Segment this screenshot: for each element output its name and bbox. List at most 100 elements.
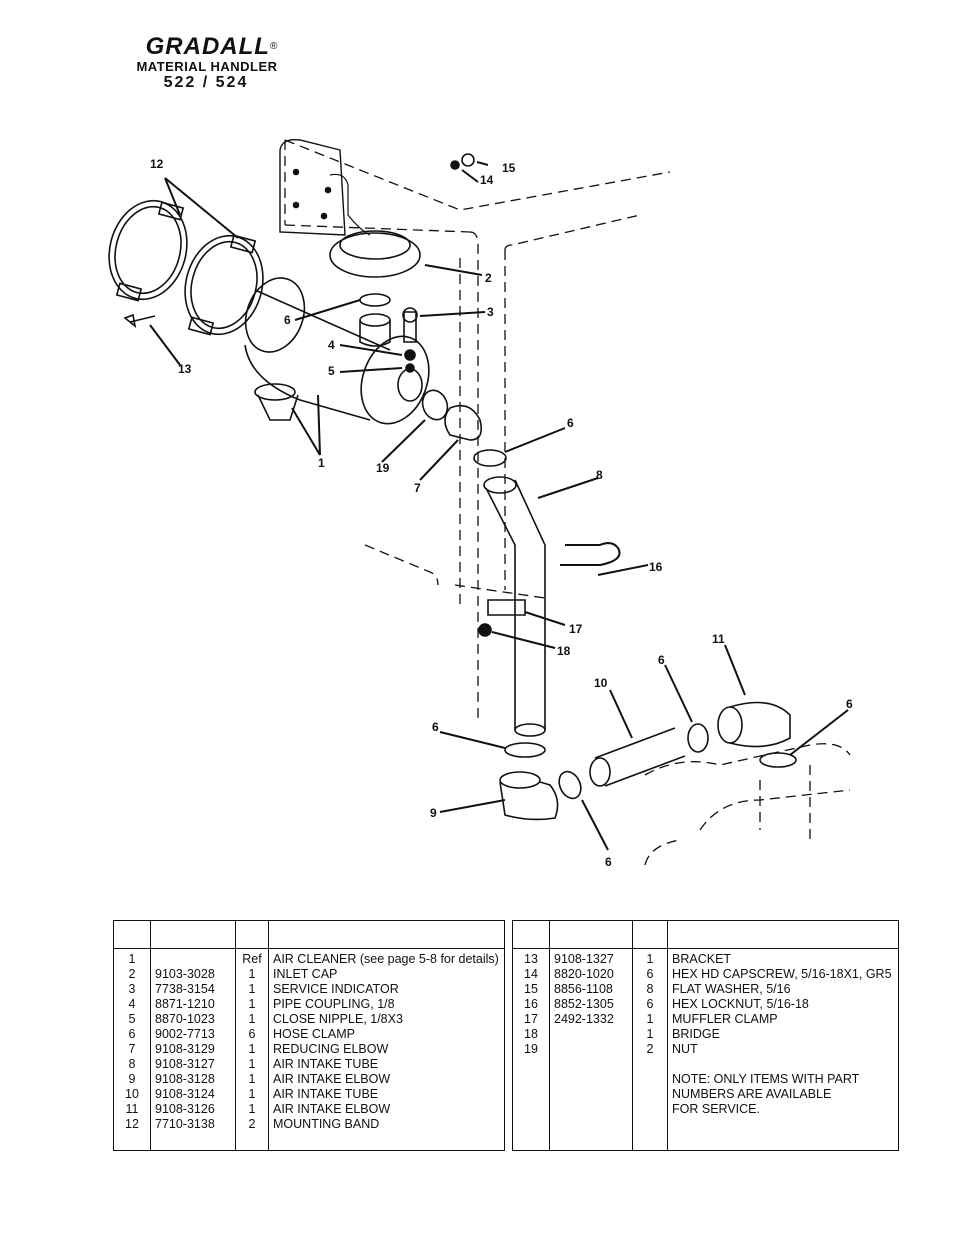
callout-9: 9 bbox=[430, 806, 437, 820]
callout-10: 10 bbox=[594, 676, 608, 690]
table-cell-desc: CLOSE NIPPLE, 1/8X3 bbox=[273, 1012, 403, 1026]
washer-15 bbox=[461, 153, 475, 167]
table-cell-qty: 1 bbox=[248, 997, 256, 1011]
table-cell-item: 10 bbox=[125, 1087, 139, 1101]
hose-clamp-lower bbox=[504, 742, 546, 758]
callout-2: 2 bbox=[485, 271, 492, 285]
table-cell-qty: 1 bbox=[646, 1012, 654, 1026]
header-part bbox=[150, 920, 236, 949]
table-cell-item: 6 bbox=[128, 1027, 136, 1041]
table-cell-qty: 2 bbox=[248, 1117, 256, 1131]
callout-3: 3 bbox=[487, 305, 494, 319]
table-cell-part bbox=[554, 1042, 628, 1057]
leader-lines bbox=[149, 161, 849, 851]
table-cell-part bbox=[554, 1027, 628, 1042]
desc-column: AIR CLEANER (see page 5-8 for details)IN… bbox=[268, 948, 505, 1151]
table-cell-qty: 1 bbox=[248, 967, 256, 981]
table-cell-part: 9002-7713 bbox=[155, 1027, 215, 1041]
header-qty bbox=[235, 920, 269, 949]
table-cell-desc: AIR INTAKE TUBE bbox=[273, 1087, 379, 1101]
air-intake-tube-10 bbox=[589, 727, 686, 787]
table-cell-qty: 1 bbox=[248, 1087, 256, 1101]
table-cell-qty: 1 bbox=[248, 1102, 256, 1116]
table-cell-part bbox=[155, 952, 231, 967]
hose-clamp-19 bbox=[421, 389, 449, 421]
mounting-band-right bbox=[184, 234, 264, 336]
callout-19: 19 bbox=[376, 461, 390, 475]
exploded-parts-diagram: 12 15 14 2 3 6 4 5 13 1 19 7 6 8 16 17 1… bbox=[108, 139, 853, 869]
callout-labels: 12 15 14 2 3 6 4 5 13 1 19 7 6 8 16 17 1… bbox=[150, 157, 853, 869]
table-cell-qty: 6 bbox=[646, 997, 654, 1011]
callout-4: 4 bbox=[328, 338, 335, 352]
brand-name: GRADALL® bbox=[112, 34, 312, 60]
table-cell-qty: 1 bbox=[248, 1057, 256, 1071]
engine-housing-outline bbox=[284, 139, 851, 866]
table-cell-item: 15 bbox=[524, 982, 538, 996]
hose-clamp-elbow bbox=[558, 770, 582, 800]
hose-clamp-tube-10 bbox=[687, 723, 709, 753]
table-cell-item: 18 bbox=[524, 1027, 538, 1041]
inlet-tube bbox=[359, 320, 391, 347]
reducing-elbow bbox=[444, 404, 483, 441]
table-cell-item: 19 bbox=[524, 1042, 538, 1056]
table-cell-part: 8856-1108 bbox=[554, 982, 613, 996]
table-cell-item: 14 bbox=[524, 967, 538, 981]
callout-6c: 6 bbox=[658, 653, 665, 667]
header-part bbox=[549, 920, 633, 949]
table-cell-item: 16 bbox=[524, 997, 538, 1011]
table-cell-qty: 1 bbox=[248, 1072, 256, 1086]
callout-6b: 6 bbox=[567, 416, 574, 430]
u-bolt bbox=[560, 542, 621, 566]
table-cell-qty: Ref bbox=[242, 952, 262, 966]
table-cell-item: 4 bbox=[128, 997, 136, 1011]
table-cell-qty: 1 bbox=[646, 952, 654, 966]
callout-6f: 6 bbox=[605, 855, 612, 869]
callout-12: 12 bbox=[150, 157, 164, 171]
table-cell-item: 12 bbox=[125, 1117, 139, 1131]
table-cell-qty: 1 bbox=[646, 1027, 654, 1041]
service-note-line: FOR SERVICE. bbox=[672, 1102, 760, 1116]
table-cell-desc: PIPE COUPLING, 1/8 bbox=[273, 997, 395, 1011]
muffler-clamp bbox=[487, 599, 526, 616]
table-cell-part: 7710-3138 bbox=[155, 1117, 215, 1131]
table-cell-desc: HEX HD CAPSCREW, 5/16-18X1, GR5 bbox=[672, 967, 892, 981]
header-item bbox=[113, 920, 151, 949]
table-cell-desc: FLAT WASHER, 5/16 bbox=[672, 982, 791, 996]
callout-6e: 6 bbox=[432, 720, 439, 734]
callout-14: 14 bbox=[480, 173, 494, 187]
callout-1: 1 bbox=[318, 456, 325, 470]
table-cell-part: 2492-1332 bbox=[554, 1012, 614, 1026]
air-intake-elbow-11 bbox=[717, 701, 791, 748]
hose-clamp-upper bbox=[359, 293, 391, 307]
table-cell-part: 8870-1023 bbox=[155, 1012, 215, 1026]
table-cell-desc: REDUCING ELBOW bbox=[273, 1042, 389, 1056]
table-cell-qty: 2 bbox=[646, 1042, 654, 1056]
mounting-band-left bbox=[108, 199, 188, 302]
table-cell-qty: 1 bbox=[248, 1012, 256, 1026]
table-cell-qty: 6 bbox=[248, 1027, 256, 1041]
table-cell-desc: MUFFLER CLAMP bbox=[672, 1012, 778, 1026]
callout-15: 15 bbox=[502, 161, 516, 175]
table-cell-desc: SERVICE INDICATOR bbox=[273, 982, 399, 996]
brand-text: GRADALL bbox=[145, 33, 270, 60]
table-cell-part: 9108-3126 bbox=[155, 1102, 215, 1116]
table-cell-desc: NUT bbox=[672, 1042, 698, 1056]
air-intake-elbow-9 bbox=[499, 771, 559, 821]
service-note-line: NOTE: ONLY ITEMS WITH PART bbox=[672, 1072, 860, 1086]
table-cell-qty: 1 bbox=[248, 982, 256, 996]
table-cell-part: 9108-3124 bbox=[155, 1087, 215, 1101]
table-cell-desc: INLET CAP bbox=[273, 967, 338, 981]
bracket-bolt bbox=[123, 313, 156, 328]
table-header bbox=[113, 920, 505, 949]
capscrew-14 bbox=[450, 160, 460, 170]
table-cell-desc: HEX LOCKNUT, 5/16-18 bbox=[672, 997, 809, 1011]
table-header bbox=[512, 920, 899, 949]
table-cell-item: 7 bbox=[128, 1042, 136, 1056]
table-cell-part: 9108-3128 bbox=[155, 1072, 215, 1086]
